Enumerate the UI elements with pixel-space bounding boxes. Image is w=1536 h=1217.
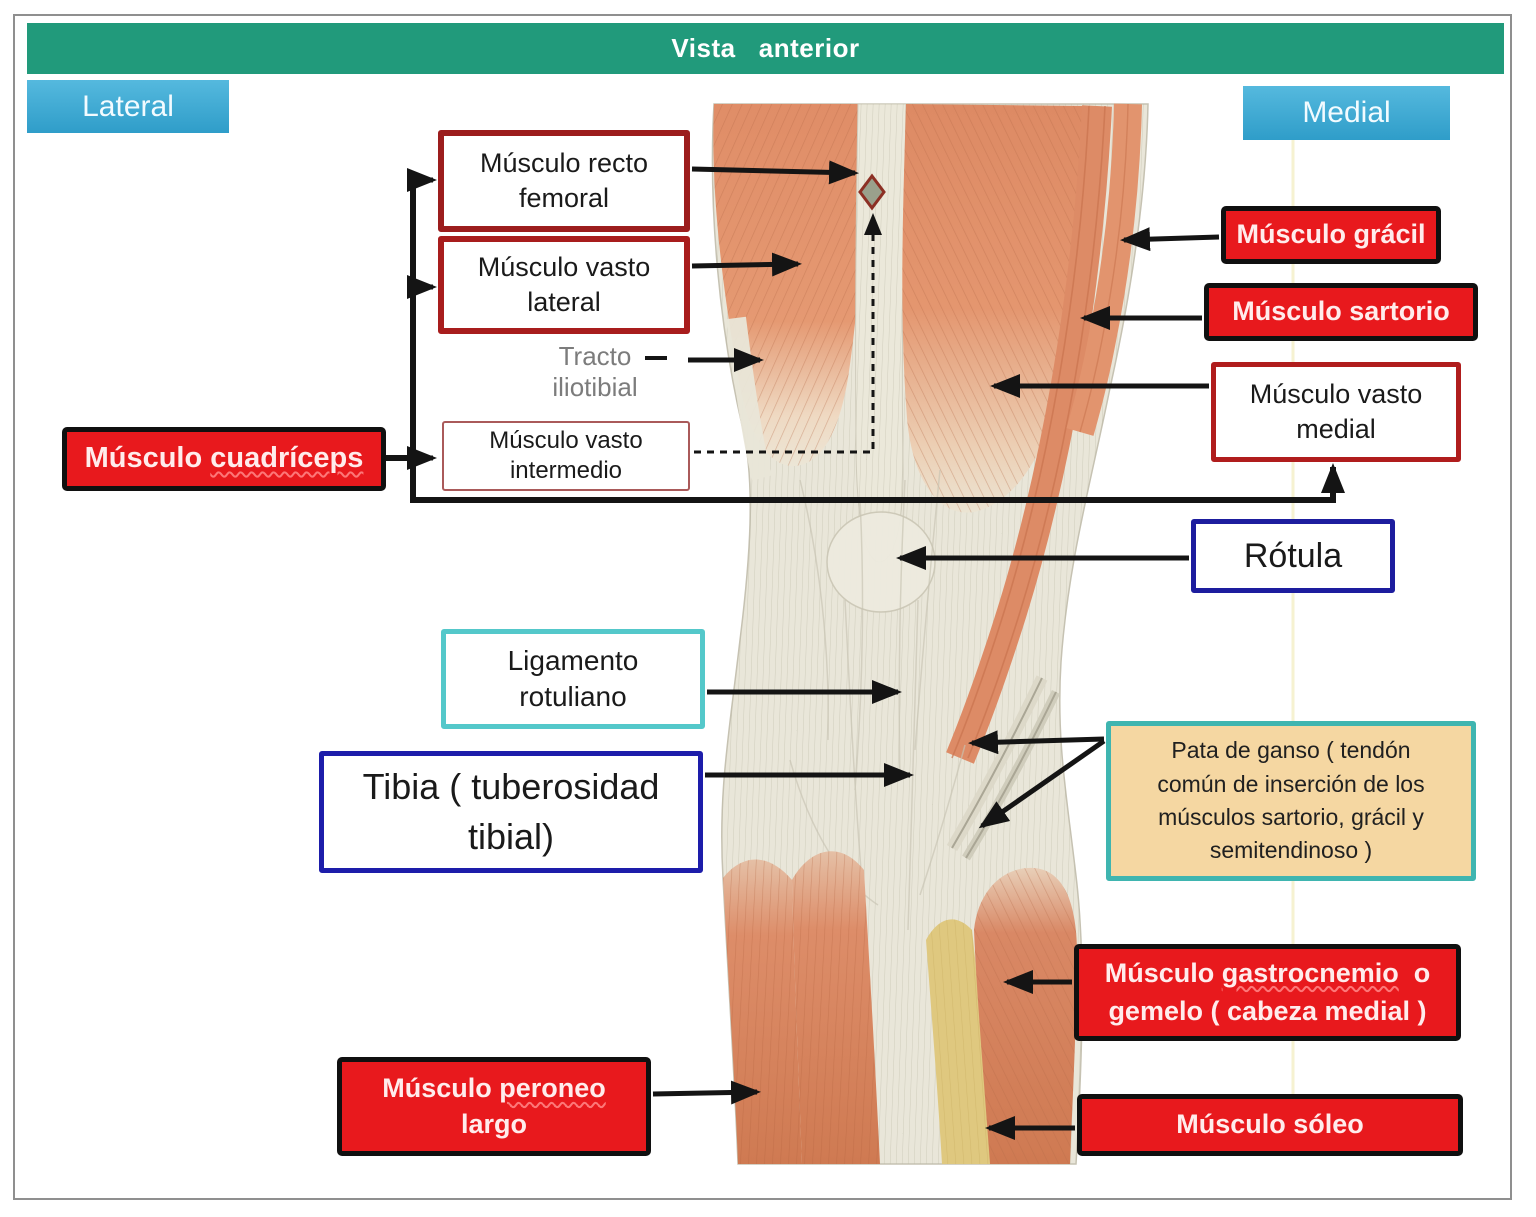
header-bar: Vista anterior [27,23,1504,74]
pes-anserinus-strips [946,675,1061,861]
muscle-peroneus-longus [723,859,802,1164]
arrow-pata-lower [978,738,1106,829]
label-text: Ligamento rotuliano [507,644,639,712]
label-text: Rótula [1243,536,1343,575]
label-text: Pata de ganso ( tendón común de inserció… [1157,737,1425,864]
label-text: Músculo vasto lateral [477,251,651,317]
label-tibia: Tibia ( tuberosidad tibial) [319,751,703,873]
connector-lines [386,160,1345,1140]
label-musculo-sartorio: Músculo sartorio [1204,283,1478,341]
label-musculo-recto-femoral: Músculo recto femoral [438,130,690,232]
arrow-peroneo [652,1080,761,1105]
page-title: Vista anterior [671,33,860,63]
label-musculo-vasto-lateral: Músculo vasto lateral [438,236,690,334]
muscle-vastus-medialis [902,104,1088,513]
label-text: Músculo peroneo largo [382,1073,606,1139]
label-text: Tracto iliotibial [552,340,638,402]
label-musculo-vasto-medial: Músculo vasto medial [1211,362,1461,462]
label-ligamento-rotuliano: Ligamento rotuliano [441,629,705,729]
label-musculo-soleo: Músculo sóleo [1077,1094,1463,1156]
bracket-to-vasto-medial [410,463,1345,503]
label-musculo-peroneo-largo: Músculo peroneo largo [337,1057,651,1156]
label-pata-de-ganso: Pata de ganso ( tendón común de inserció… [1106,721,1476,881]
label-text: Músculo grácil [1236,219,1426,250]
label-text: Músculo sartorio [1232,296,1450,327]
muscle-tibialis-anterior [792,851,880,1164]
iliotibial-tract-band [726,316,772,481]
label-rotula: Rótula [1191,519,1395,593]
rectus-femoris-tendon [855,103,907,563]
muscle-sartorius [946,105,1112,764]
lateral-label: Lateral [82,89,174,123]
label-text: Músculo vasto medial [1249,378,1423,444]
label-text: Músculo gastrocnemio o gemelo ( cabeza m… [1104,957,1438,1026]
knee-illustration [711,103,1149,1165]
label-musculo-cuadriceps: Músculo cuadríceps [62,427,386,491]
label-text: Músculo sóleo [1176,1109,1364,1140]
label-musculo-gracil: Músculo grácil [1221,206,1441,264]
medial-label: Medial [1302,96,1391,129]
label-text: Tibia ( tuberosidad tibial) [362,765,660,857]
label-text: Músculo recto femoral [479,147,649,213]
arrow-recto-femoral [691,160,859,185]
medial-tag: Medial [1243,86,1450,140]
label-text: Músculo cuadríceps [84,442,364,475]
lateral-tag: Lateral [27,80,229,133]
patella-shape [826,511,936,613]
label-text: Músculo vasto intermedio [489,427,643,484]
label-musculo-vasto-intermedio: Músculo vasto intermedio [442,421,690,491]
arrow-gracil [1120,227,1220,252]
muscle-gastrocnemius-medial [974,867,1078,1164]
arrow-pata-upper [968,730,1105,755]
arrow-vasto-lateral [691,252,802,277]
insertion-marker-diamond [858,173,886,211]
muscle-soleus [926,919,990,1164]
label-musculo-gastrocnemio: Músculo gastrocnemio o gemelo ( cabeza m… [1074,944,1461,1041]
label-tracto-iliotibial: Tracto iliotibial [520,340,670,404]
